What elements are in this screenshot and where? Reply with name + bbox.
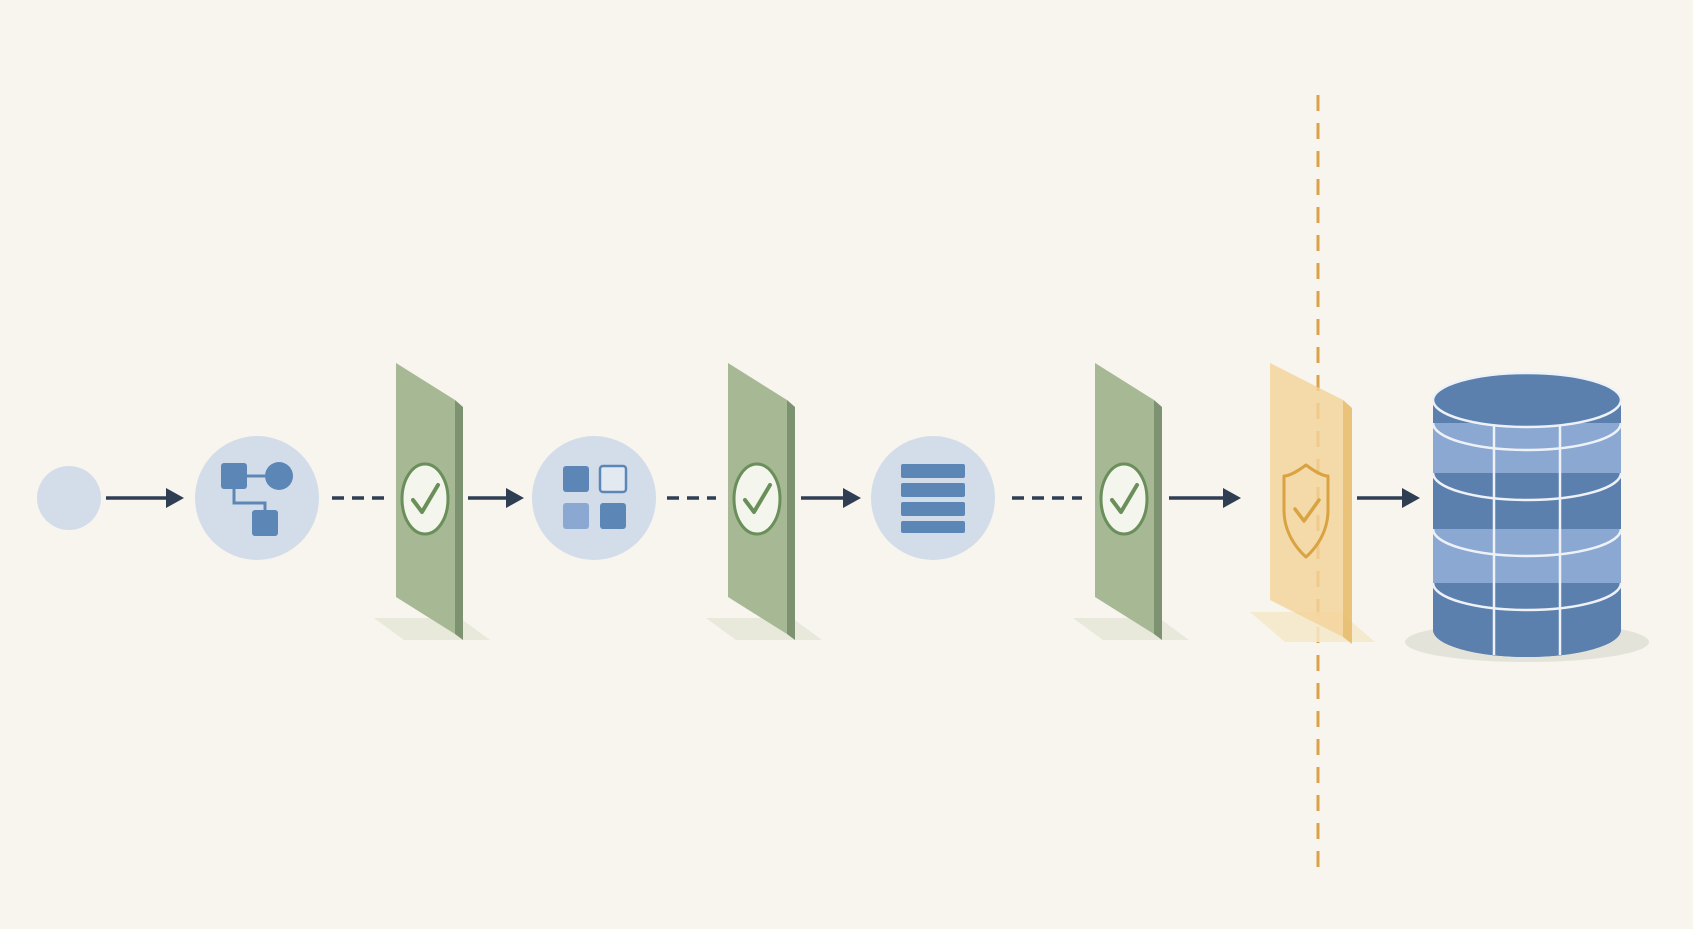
arrow-connector: [468, 488, 524, 508]
validation-gate: [1073, 363, 1189, 640]
validation-gate: [374, 363, 490, 640]
grid-blocks-icon: [563, 464, 628, 529]
security-gate: [1250, 363, 1375, 644]
node-grid: [532, 436, 656, 560]
arrow-connector: [1357, 488, 1420, 508]
shield-check-icon: [1282, 463, 1330, 559]
source-dot: [37, 466, 101, 530]
validation-gate: [706, 363, 822, 640]
checkmark-icon: [732, 462, 782, 536]
checkmark-icon: [400, 462, 450, 536]
node-list: [871, 436, 995, 560]
arrow-connector: [801, 488, 861, 508]
database-cylinder-icon: [1405, 371, 1649, 662]
arrow-connector: [106, 488, 184, 508]
checkmark-icon: [1099, 462, 1149, 536]
arrow-connector: [1169, 488, 1241, 508]
node-flowchart: [195, 436, 319, 560]
list-rows-icon: [901, 464, 965, 533]
flowchart-icon: [221, 462, 293, 536]
